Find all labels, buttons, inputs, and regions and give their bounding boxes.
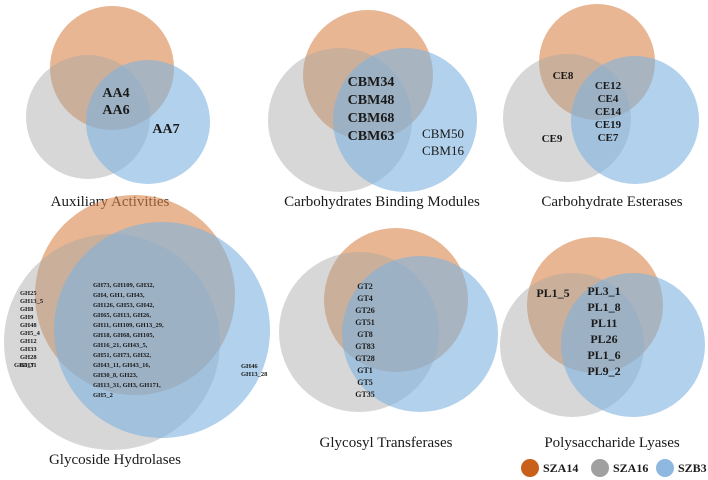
- venn-label: GH13_28: [241, 371, 268, 378]
- venn-label: PL26: [590, 332, 617, 346]
- panel-carbohydrate-esterases: CE8 CE12 CE4 CE14 CE19 CE7 CE9 Carbohydr…: [503, 4, 699, 210]
- legend-label: SZA14: [543, 461, 578, 475]
- venn-label: GH48: [20, 322, 37, 329]
- venn-label: GH13_5: [20, 298, 44, 305]
- venn-label: GH16_21, GH43_5,: [93, 342, 148, 349]
- venn-label: GH30_8, GH23,: [93, 372, 138, 379]
- venn-label: GT28: [355, 354, 375, 363]
- venn-label: GH46: [241, 363, 258, 370]
- panel-glycoside-hydrolases: GH25 GH13_5 GH8 GH9 GH48 GH5_4 GH12 GH33…: [4, 195, 270, 468]
- legend-swatch-szb3: [656, 459, 674, 477]
- legend-swatch-sza14: [521, 459, 539, 477]
- venn-label: CE9: [542, 133, 563, 145]
- venn-label: AA6: [102, 103, 129, 118]
- legend: SZA14 SZA16 SZB3: [521, 459, 707, 477]
- legend-label: SZB3: [678, 461, 707, 475]
- legend-label: SZA16: [613, 461, 648, 475]
- venn-label: GH25: [20, 290, 37, 297]
- venn-label: GH18, GH68, GH105,: [93, 332, 155, 339]
- venn-label: GH5_2: [93, 392, 113, 399]
- venn-label: GH11, GH109, GH13_29,: [93, 322, 164, 329]
- venn-label: CBM16: [422, 143, 464, 158]
- venn-label: CE8: [553, 70, 574, 82]
- venn-label: CBM68: [348, 111, 395, 126]
- panel-polysaccharide-lyases: PL1_5 PL3_1 PL1_8 PL11 PL26 PL1_6 PL9_2 …: [500, 237, 705, 451]
- venn-label: GH8: [20, 306, 34, 313]
- venn-label: PL9_2: [587, 364, 620, 378]
- legend-swatch-sza16: [591, 459, 609, 477]
- panel-title: Carbohydrates Binding Modules: [284, 194, 480, 210]
- venn-label: GT5: [357, 378, 373, 387]
- venn-label: GT35: [355, 390, 375, 399]
- panel-title: Polysaccharide Lyases: [544, 435, 680, 451]
- venn-label: CE7: [598, 132, 619, 144]
- venn-label: AA7: [152, 122, 179, 137]
- venn-label: GH73, GH109, GH32,: [93, 282, 155, 289]
- venn-label: CBM48: [348, 93, 395, 108]
- venn-label: GH65, GH13, GH26,: [93, 312, 151, 319]
- venn-label: GH28: [20, 354, 37, 361]
- venn-label: GH9: [20, 314, 34, 321]
- venn-label: GH4, GH1, GH43,: [93, 292, 145, 299]
- venn-label: GH13_31, GH3, GH171,: [93, 382, 161, 389]
- venn-label: GT83: [355, 342, 375, 351]
- venn-label: PL11: [591, 316, 618, 330]
- venn-label: GH126, GH53, GH42,: [93, 302, 155, 309]
- panel-title: Glycoside Hydrolases: [49, 452, 181, 468]
- venn-label: GH5_7: [14, 362, 35, 369]
- venn-label: CE12: [595, 80, 622, 92]
- venn-label: GT26: [355, 306, 375, 315]
- venn-label: GH12: [20, 338, 37, 345]
- venn-label: GT1: [357, 366, 373, 375]
- venn-label: PL1_5: [536, 286, 569, 300]
- venn-circle-szb3: [86, 60, 210, 184]
- panel-title: Carbohydrate Esterases: [541, 194, 682, 210]
- venn-label: GH33: [20, 346, 37, 353]
- venn-circle-szb3: [561, 273, 705, 417]
- venn-label: PL1_6: [587, 348, 620, 362]
- venn-label: GT51: [355, 318, 375, 327]
- venn-label: GT4: [357, 294, 373, 303]
- venn-label: CBM50: [422, 126, 464, 141]
- venn-label: PL3_1: [587, 284, 620, 298]
- venn-label: CBM34: [348, 75, 395, 90]
- venn-label: AA4: [102, 86, 129, 101]
- venn-label: GH51, GH73, GH32,: [93, 352, 151, 359]
- venn-label: GH31: [20, 362, 37, 369]
- panel-glycosyl-transferases: GT2 GT4 GT26 GT51 GT8 GT83 GT28 GT1 GT5 …: [279, 228, 498, 451]
- venn-label: CE19: [595, 119, 622, 131]
- venn-label: CBM63: [348, 129, 395, 144]
- venn-circle-szb3: [571, 56, 699, 184]
- venn-label: GH5_4: [20, 330, 41, 337]
- venn-circle-szb3: [333, 48, 477, 192]
- panel-title: Glycosyl Transferases: [320, 435, 453, 451]
- panel-auxiliary-activities: AA4 AA6 AA7 Auxiliary Activities: [26, 6, 210, 210]
- panel-carbohydrates-binding-modules: CBM34 CBM48 CBM68 CBM63 CBM50 CBM16 Carb…: [268, 10, 480, 210]
- venn-circle-szb3: [342, 256, 498, 412]
- venn-label: PL1_8: [587, 300, 620, 314]
- venn-label: CE4: [598, 93, 619, 105]
- venn-label: GH43_11, GH43_16,: [93, 362, 151, 369]
- venn-label: CE14: [595, 106, 622, 118]
- venn-label: GT2: [357, 282, 373, 291]
- venn-circle-szb3: [54, 222, 270, 438]
- venn-label: GT8: [357, 330, 373, 339]
